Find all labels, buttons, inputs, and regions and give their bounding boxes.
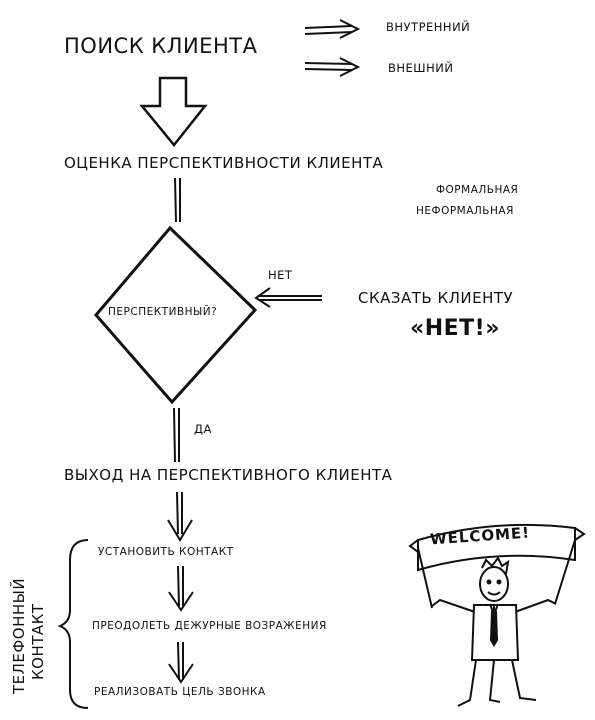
decision-question: Перспективный? [108,306,218,318]
phone-step-1: Установить контакт [98,546,234,558]
assessment-informal: Неформальная [416,205,514,217]
no-action-line1: Сказать клиенту [358,289,514,307]
approach-title: Выход на перспективного клиента [64,466,393,484]
arrow-to-step3 [168,641,194,684]
big-down-arrow [139,76,208,147]
phone-contact-brace [57,539,89,709]
phone-contact-label: Телефонный контакт [10,544,56,694]
decision-yes-label: да [194,422,212,436]
search-title: Поиск клиента [64,34,258,58]
phone-step-2: Преодолеть дежурные возражения [92,620,327,632]
assessment-title: Оценка перспективности клиента [64,154,384,172]
branch-external: Внешний [388,61,454,75]
phone-contact-label-line2: контакт [29,603,47,680]
branch-internal: Внутренний [386,20,471,34]
branch-arrow-internal [304,19,361,39]
phone-contact-label-line1: Телефонный [10,577,28,694]
connector-assessment-diamond [174,177,181,223]
no-action-line2: «НЕТ!» [410,316,500,341]
yes-connector [173,407,180,463]
decision-no-label: нет [268,268,293,282]
branch-arrow-external [304,57,361,77]
decision-diamond [94,225,258,405]
arrow-to-step1 [167,491,193,542]
arrow-to-step2 [168,565,194,612]
phone-step-3: Реализовать цель звонка [94,686,266,698]
assessment-formal: Формальная [436,184,519,196]
welcome-man-illustration [408,523,586,707]
no-arrow [254,287,322,308]
